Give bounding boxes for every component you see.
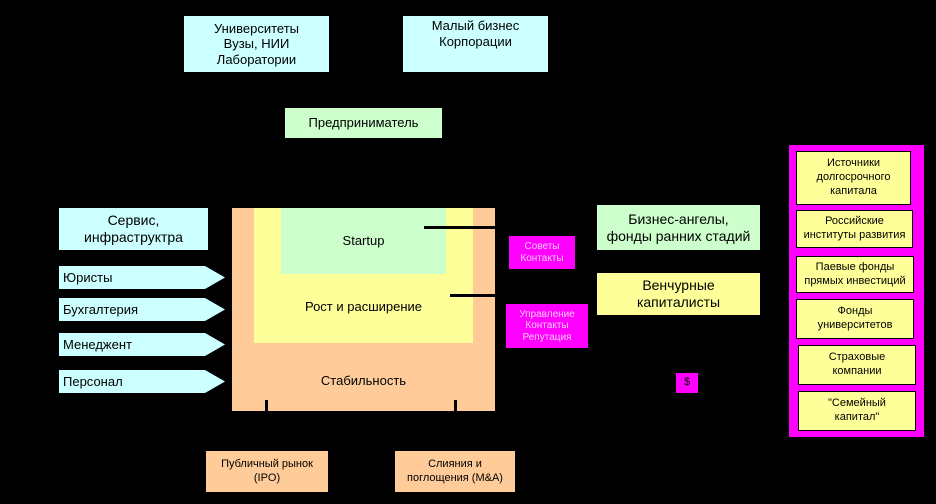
angels-box: Бизнес-ангелы, фонды ранних стадий [597,205,760,250]
management-box: Управление Контакты Репутация [506,304,588,348]
startup-stage: Startup [281,208,446,274]
business-box: Малый бизнес Корпорации [403,16,548,72]
dollar-box: $ [676,373,698,393]
fund-russian-institutes: Российские институты развития [796,210,913,248]
stability-label: Стабильность [320,373,407,389]
universities-box: Университеты Вузы, НИИ Лаборатории [184,16,329,72]
ipo-tick [265,400,268,411]
service-box: Сервис, инфраструктра [59,208,208,250]
entrepreneur-box: Предприниматель [285,108,442,138]
advice-box: Советы Контакты [509,236,575,269]
fund-family-capital: "Семейный капитал" [798,391,916,431]
arrow-personnel: Персонал [59,370,225,393]
ma-tick [454,400,457,411]
fund-long-term-capital: Источники долгосрочного капитала [796,151,911,205]
arrow-management: Менеджент [59,333,225,356]
vc-box: Венчурные капиталисты [597,273,760,315]
arrow-label: Менеджент [63,337,132,352]
arrow-lawyers: Юристы [59,266,225,289]
ipo-box: Публичный рынок (IPO) [206,451,328,492]
arrow-label: Юристы [63,270,113,285]
arrow-label: Персонал [63,374,123,389]
growth-connector [450,294,506,297]
fund-private-equity: Паевые фонды прямых инвестиций [796,256,914,293]
arrow-accounting: Бухгалтерия [59,298,225,321]
arrow-label: Бухгалтерия [63,302,139,317]
ma-box: Слияния и поглощения (M&A) [395,451,515,492]
fund-insurance: Страховые компании [798,345,916,385]
startup-connector [424,226,506,229]
fund-university: Фонды университетов [796,299,914,339]
growth-label: Рост и расширение [304,299,423,315]
